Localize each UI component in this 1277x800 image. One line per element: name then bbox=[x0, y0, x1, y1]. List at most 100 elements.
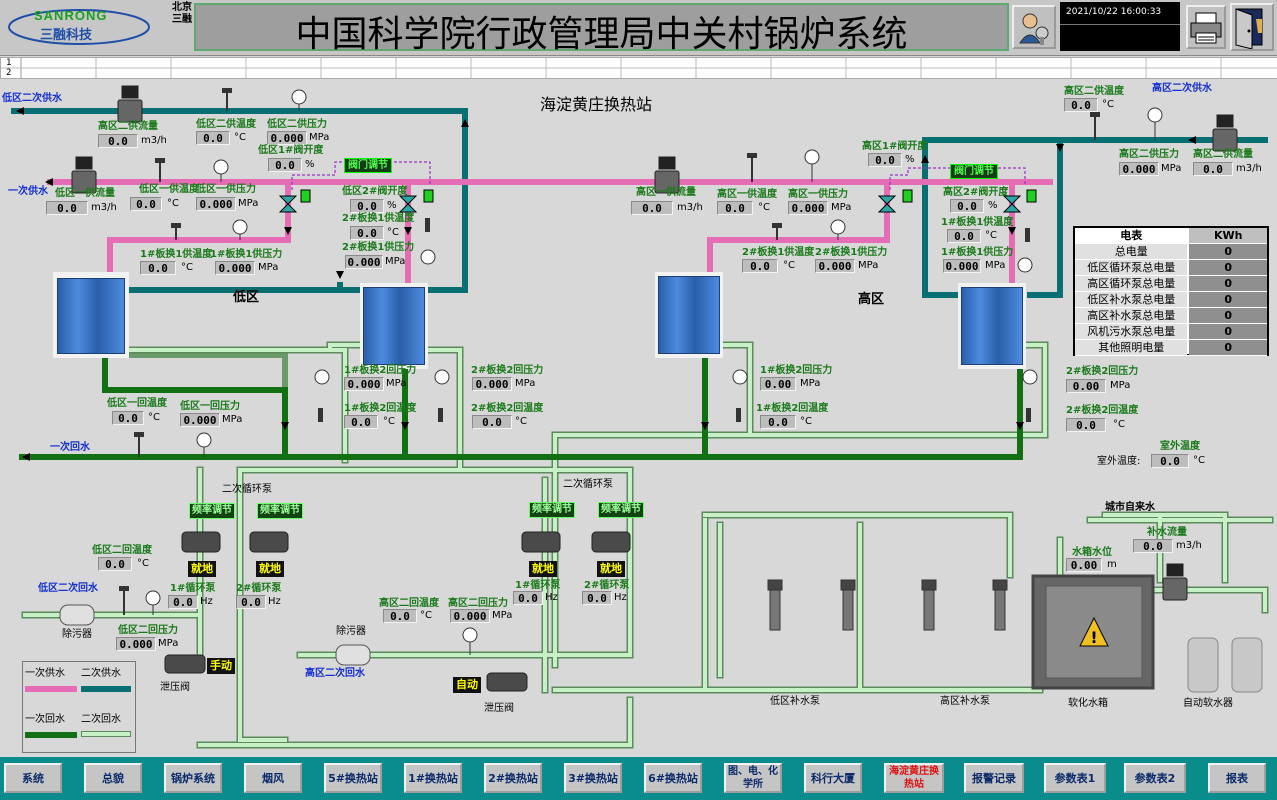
printer-icon bbox=[1190, 12, 1222, 44]
low-pump1-local-badge: 就地 bbox=[188, 561, 216, 577]
user-login-button[interactable] bbox=[1012, 5, 1056, 49]
company-logo bbox=[6, 6, 152, 48]
low-strainer-label: 除污器 bbox=[62, 629, 92, 640]
pipe-label-high-secondary-return: 高区二次回水 bbox=[305, 668, 365, 679]
row-number-2: 2 bbox=[6, 68, 12, 78]
exit-button[interactable] bbox=[1230, 3, 1274, 51]
low-pri-return-temp-value: 0.0 bbox=[112, 411, 144, 425]
low-circulation-pump-2[interactable] bbox=[250, 532, 288, 552]
high-valve1-open-label: 高区1#阀开度 bbox=[862, 141, 928, 152]
high-pri-supply-pressure-value: 0.000 bbox=[788, 201, 828, 215]
high-hx2-supply-temp-unit: °C bbox=[783, 260, 795, 271]
high-circulation-pump-1[interactable] bbox=[522, 532, 560, 552]
high-circulation-pump-2[interactable] bbox=[592, 532, 630, 552]
low-relief-manual-badge[interactable]: 手动 bbox=[207, 658, 235, 674]
low-sec-return-temp-unit: °C bbox=[137, 558, 149, 569]
tank-level-value: 0.00 bbox=[1066, 558, 1102, 572]
low-hx1-ret2-pressure-value: 0.000 bbox=[344, 377, 384, 391]
high-sec-supply-flow-unit: m3/h bbox=[1236, 163, 1262, 174]
high-sec-supply-pressure-unit: MPa bbox=[1161, 163, 1182, 174]
low-valve-adjust-button[interactable]: 阀门调节 bbox=[344, 158, 392, 173]
low-hx2-ret2-pressure-value: 0.000 bbox=[472, 377, 512, 391]
high-hx2-ret2-pressure-label: 2#板换2回压力 bbox=[1066, 366, 1139, 377]
low-pri-supply-pressure-value: 0.000 bbox=[196, 197, 236, 211]
high-pump2-freq-button[interactable]: 频率调节 bbox=[598, 502, 644, 518]
nav-button-params-1[interactable]: 参数表1 bbox=[1044, 763, 1106, 793]
nav-button-boiler[interactable]: 锅炉系统 bbox=[164, 763, 222, 793]
nav-button-station-5[interactable]: 5#换热站 bbox=[324, 763, 382, 793]
high-sec-return-pressure-value: 0.000 bbox=[450, 609, 490, 623]
row-number-1: 1 bbox=[6, 58, 12, 68]
low-hx1-supply-pressure-value: 0.000 bbox=[215, 261, 255, 275]
high-hx1-ret2-pressure-value: 0.00 bbox=[760, 377, 796, 391]
status-display bbox=[1060, 24, 1180, 51]
energy-row-value: 0 bbox=[1189, 292, 1267, 307]
exit-door-icon bbox=[1235, 8, 1263, 50]
nav-button-params-2[interactable]: 参数表2 bbox=[1124, 763, 1186, 793]
high-pri-supply-temp-unit: °C bbox=[758, 202, 770, 213]
low-pump2-freq-button[interactable]: 频率调节 bbox=[257, 503, 303, 519]
print-button[interactable] bbox=[1186, 5, 1226, 49]
high-sec-return-temp-value: 0.0 bbox=[383, 609, 417, 623]
low-sec-supply-pressure-label: 低区二供压力 bbox=[267, 119, 327, 130]
high-sec-return-temp-label: 高区二回温度 bbox=[379, 598, 439, 609]
high-pump1-local-badge: 就地 bbox=[529, 561, 557, 577]
low-pri-return-pressure-unit: MPa bbox=[222, 414, 243, 425]
nav-button-library-chem[interactable]: 图、电、化学所 bbox=[724, 763, 782, 793]
nav-button-haidian-active[interactable]: 海淀黄庄换热站 bbox=[884, 763, 944, 793]
high-hx1-supply-temp-label: 1#板换1供温度 bbox=[941, 217, 1014, 228]
low-hx2-supply-pressure-unit: MPa bbox=[385, 256, 406, 267]
high-pump1-freq-label: 1#循环泵 bbox=[515, 580, 561, 591]
low-sec-supply-flow-value: 0.0 bbox=[98, 134, 138, 148]
low-circulation-pump-1[interactable] bbox=[182, 532, 220, 552]
low-sec-return-pressure-label: 低区二回压力 bbox=[118, 625, 178, 636]
energy-table-header-name: 电表 bbox=[1075, 228, 1188, 243]
energy-row-value: 0 bbox=[1189, 340, 1267, 355]
high-valve1-open-unit: % bbox=[905, 154, 915, 165]
low-secondary-pump-label: 二次循环泵 bbox=[222, 484, 272, 495]
low-hx2-supply-temp-value: 0.0 bbox=[350, 226, 384, 240]
high-valve2-open-label: 高区2#阀开度 bbox=[943, 187, 1009, 198]
logo-name: SANRONG bbox=[34, 8, 108, 23]
header-bar: SANRONG 三融科技 北京三融 中国科学院行政管理局中关村锅炉系统 2021… bbox=[0, 0, 1277, 56]
energy-row-name: 高区补水泵总电量 bbox=[1075, 308, 1188, 323]
softened-tank-label: 软化水箱 bbox=[1068, 698, 1108, 709]
low-valve2-open-unit: % bbox=[387, 200, 397, 211]
nav-button-station-6[interactable]: 6#换热站 bbox=[644, 763, 702, 793]
nav-button-station-2[interactable]: 2#换热站 bbox=[484, 763, 542, 793]
high-valve-adjust-button[interactable]: 阀门调节 bbox=[950, 164, 998, 179]
high-valve2-open-value: 0.0 bbox=[950, 199, 984, 213]
low-sec-supply-flow-label: 高区二供流量 bbox=[98, 121, 158, 132]
low-hx1-supply-temp-value: 0.0 bbox=[140, 261, 176, 275]
outdoor-temp-value: 0.0 bbox=[1151, 454, 1189, 468]
low-pri-return-temp-label: 低区一回温度 bbox=[107, 398, 167, 409]
pipe-label-primary-return: 一次回水 bbox=[50, 442, 90, 453]
nav-button-system[interactable]: 系统 bbox=[4, 763, 62, 793]
legend-secondary-supply-label: 二次供水 bbox=[81, 668, 121, 679]
low-pump1-freq-value: 0.0 bbox=[168, 595, 198, 609]
nav-button-fan[interactable]: 烟风 bbox=[244, 763, 302, 793]
nav-button-overview[interactable]: 总貌 bbox=[84, 763, 142, 793]
low-valve1-open-unit: % bbox=[305, 159, 315, 170]
pipe-label-low-secondary-return: 低区二次回水 bbox=[38, 583, 98, 594]
nav-button-kehang[interactable]: 科行大厦 bbox=[804, 763, 862, 793]
nav-button-station-1[interactable]: 1#换热站 bbox=[404, 763, 462, 793]
high-pump1-freq-button[interactable]: 频率调节 bbox=[529, 502, 575, 518]
low-pump1-freq-button[interactable]: 频率调节 bbox=[189, 503, 235, 519]
nav-button-alarms[interactable]: 报警记录 bbox=[964, 763, 1024, 793]
energy-row-name: 低区补水泵总电量 bbox=[1075, 292, 1188, 307]
high-hx1-supply-temp-value: 0.0 bbox=[947, 229, 981, 243]
low-sec-supply-temp-label: 低区二供温度 bbox=[196, 119, 256, 130]
high-hx2-supply-pressure-label: 2#板换1供压力 bbox=[815, 247, 888, 258]
nav-button-report[interactable]: 报表 bbox=[1208, 763, 1266, 793]
nav-button-station-3[interactable]: 3#换热站 bbox=[564, 763, 622, 793]
energy-row-value: 0 bbox=[1189, 244, 1267, 259]
low-sec-supply-pressure-unit: MPa bbox=[309, 132, 330, 143]
zone-high-label: 高区 bbox=[858, 292, 885, 307]
low-pump2-freq-unit: Hz bbox=[268, 596, 281, 607]
high-relief-auto-badge[interactable]: 自动 bbox=[453, 677, 481, 693]
low-hx2-ret2-temp-value: 0.0 bbox=[472, 415, 512, 429]
legend-primary-supply-swatch bbox=[25, 686, 77, 692]
outdoor-temp-label: 室外温度: bbox=[1097, 456, 1141, 467]
station-title: 海淀黄庄换热站 bbox=[540, 95, 653, 114]
